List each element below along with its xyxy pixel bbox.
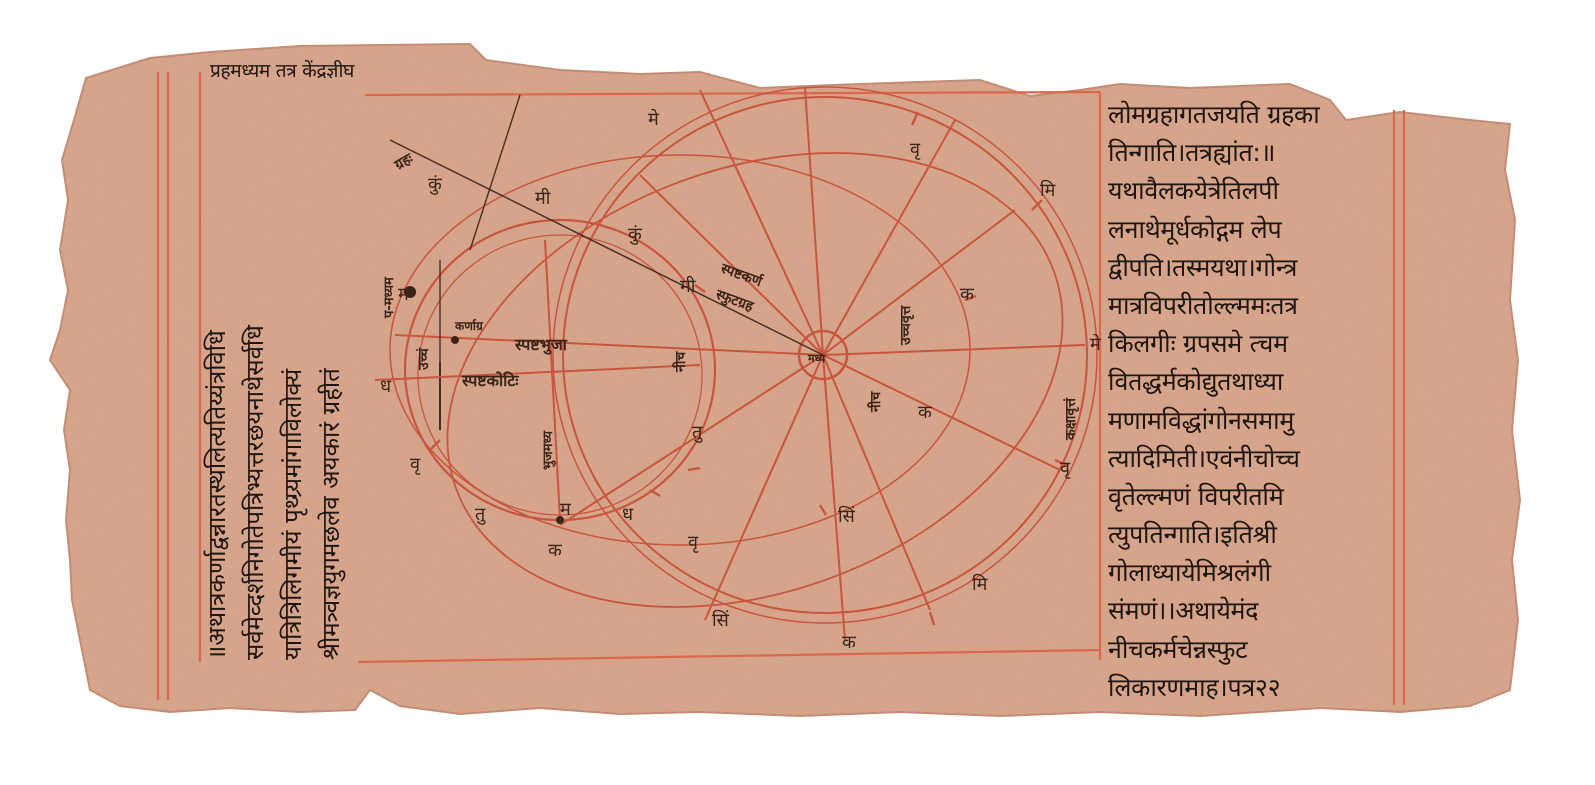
nica-label: नीच [672,351,689,373]
rim-label: मी [680,275,696,297]
right-text-line: लिकारणमाह।पत्र२२ [1108,672,1281,702]
rim-label: ध [380,376,392,397]
right-text-line: त्युपतिन्गाति।इतिश्री [1108,520,1277,550]
right-text-column: लोमग्रहागतजयति ग्रहका तिन्गाति।तत्रह्यां… [1108,96,1380,707]
left-text-line: सर्वमेव्दर्शनिगोतेपत्रिभ्यत्तरछयनाथेसर्व… [241,325,269,660]
right-text-line: किलगीः ग्रपसमे त्चम [1108,329,1288,359]
epicycle-diagram [374,86,1098,641]
center-label: मध्य [807,352,826,365]
right-text-line: द्वीपति।तस्मयथा।गोन्त्र [1108,252,1298,282]
rim-label: मि [972,573,989,595]
ucca-vritta-label: उच्चवृत्त [898,304,915,346]
rim-label: तु [475,504,486,525]
rim-label: क [918,402,933,423]
kaksha-vritta-label: कक्षावृत्तं [1063,397,1080,441]
left-text-line: ॥अथात्रकर्णाद्वन्नारतस्थलित्यतिय्यंत्रवि… [203,330,231,660]
right-text-line: वितद्धर्मकोद्युतथाध्या [1108,367,1284,397]
right-text-line: तिन्गाति।तत्रह्यांत:॥ [1108,138,1276,168]
rim-label: क [548,540,563,561]
rim-label: क [960,284,975,305]
rim-label: म [398,284,410,305]
header-text: प्रहमध्यम तत्र केंद्रज्ञीघ [210,60,354,82]
rim-label: मे [648,108,660,130]
right-text-line: मणामविद्धांगोनसमामु [1108,405,1294,435]
right-text-line: लनाथेमूर्धकोद्गम लेप [1108,214,1282,244]
karna-label: कर्णाग्र [454,319,484,333]
eccentric-circle [446,152,1064,608]
right-text-line: त्यादिमिती।एवंनीचोच्च [1108,443,1300,473]
left-text-line: श्रीमत्र्वज्ञयुगमछलेव अयकारं ग्रहीतं [317,368,345,660]
rim-label: क [842,632,857,653]
sphuta-bhuja-label: स्पष्टभुजा [514,335,568,355]
rim-label: म [560,499,572,520]
rim-label: वृ [1060,458,1071,479]
right-text-line: नीचकर्मचेन्नस्फुट [1108,634,1248,664]
right-text-line: लोमग्रहागतजयति ग्रहका [1108,100,1320,129]
rim-label: सिं [712,609,730,631]
rim-label: कुं [628,224,643,245]
right-text-line: संमणं।।अथायेमंद [1108,596,1259,626]
ucca-label: उच्चं [416,347,432,371]
left-text-line: यात्रित्रिलिगमीयं पृथ्ग्र्यमांगाविलोक्यं [279,368,307,660]
right-text-line: गोलाध्यायेमिश्रलंगी [1108,558,1271,588]
sphuta-koti-label: स्पष्टकोटिः [461,371,519,390]
bhuja-label: भुजमध्य [541,431,556,470]
rim-label: तु [692,422,703,443]
rim-label: वृ [410,454,421,475]
right-text-line: मात्रविपरीतोल्ल्ममःतत्र [1108,290,1298,320]
deferent-circle-outer [552,86,1098,624]
rim-label: कुं [428,174,443,195]
margin-rules [156,72,1406,705]
rim-label: सिं [838,505,856,527]
rim-label: मि [1040,179,1057,201]
nica-label-2: नीच [867,391,884,413]
right-text-line: वृतेल्ल्मणं विपरीतमि [1108,481,1284,511]
left-text-column: ॥अथात्रकर्णाद्वन्नारतस्थलित्यतिय्यंत्रवि… [203,120,375,660]
rim-label: ध [622,504,634,525]
rim-label: मे [1090,333,1102,355]
top-left-header: प्रहमध्यम तत्र केंद्रज्ञीघ [210,62,354,81]
rim-label: वृ [688,532,699,553]
rim-label: वृ [910,139,921,160]
rim-label: मी [535,187,551,209]
deferent-circle [562,96,1088,614]
rim-labels: मे वृ मि क सिं क तु वृ ध म कुं मी मे वृ … [380,108,1102,653]
madhyama-label: प-मध्यम [382,276,397,319]
right-text-line: यथावैलकयेत्रेतिलपी [1108,176,1279,206]
